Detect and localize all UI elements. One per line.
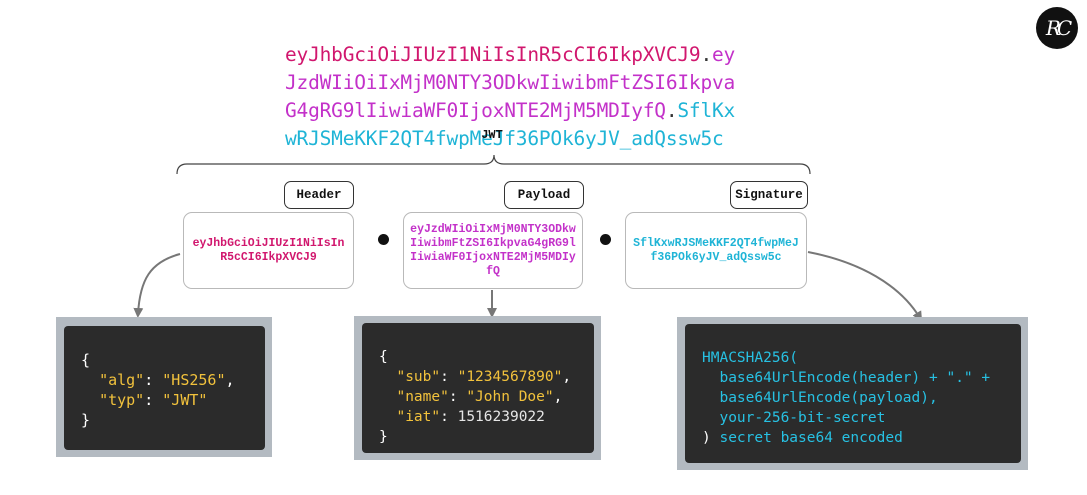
- payload-code-panel: { "sub": "1234567890", "name": "John Doe…: [362, 323, 594, 453]
- payload-value-box: eyJzdWIiOiIxMjM0NTY3ODkwIiwibmFtZSI6Ikpv…: [403, 212, 583, 289]
- token-line-2: JzdWIiOiIxMjM0NTY3ODkwIiwibmFtZSI6Ikpva: [285, 38, 735, 98]
- jwt-label: JWT: [481, 128, 503, 142]
- token-header-segment: eyJhbGciOiJIUzI1NiIsInR5cCI6IkpXVCJ9: [285, 43, 701, 66]
- separator-dot-1: [378, 234, 389, 245]
- token-line-3: G4gRG9lIiwiaWF0IjoxNTE2MjM5MDIyfQ.SflKx: [285, 66, 735, 126]
- header-value-box: eyJhbGciOiJIUzI1NiIsInR5cCI6IkpXVCJ9: [183, 212, 354, 289]
- token-line-1: eyJhbGciOiJIUzI1NiIsInR5cCI6IkpXVCJ9.ey: [285, 10, 735, 70]
- signature-value-box: SflKxwRJSMeKKF2QT4fwpMeJf36POk6yJV_adQss…: [625, 212, 807, 289]
- arrow-signature: [807, 251, 923, 322]
- token-payload-segment: G4gRG9lIiwiaWF0IjoxNTE2MjM5MDIyfQ: [285, 99, 666, 122]
- token-signature-segment: wRJSMeKKF2QT4fwpMeJf36POk6yJV_adQssw5c: [285, 127, 724, 150]
- tag-header: Header: [284, 181, 354, 209]
- token-signature-segment: SflKx: [677, 99, 736, 122]
- brace: [176, 154, 811, 175]
- separator-dot-2: [600, 234, 611, 245]
- token-payload-segment: JzdWIiOiIxMjM0NTY3ODkwIiwibmFtZSI6Ikpva: [285, 71, 736, 94]
- token-payload-segment: ey: [712, 43, 736, 66]
- arrow-header: [133, 253, 181, 318]
- signature-code-panel: HMACSHA256( base64UrlEncode(header) + ".…: [685, 324, 1021, 463]
- brand-logo: RC: [1036, 7, 1078, 49]
- token-line-4: wRJSMeKKF2QT4fwpMeJf36POk6yJV_adQssw5c: [285, 94, 724, 154]
- token-dot: .: [700, 43, 712, 66]
- tag-signature: Signature: [730, 181, 808, 209]
- header-code-panel: { "alg": "HS256", "typ": "JWT" }: [64, 326, 265, 450]
- tag-payload: Payload: [504, 181, 584, 209]
- token-dot: .: [665, 99, 678, 122]
